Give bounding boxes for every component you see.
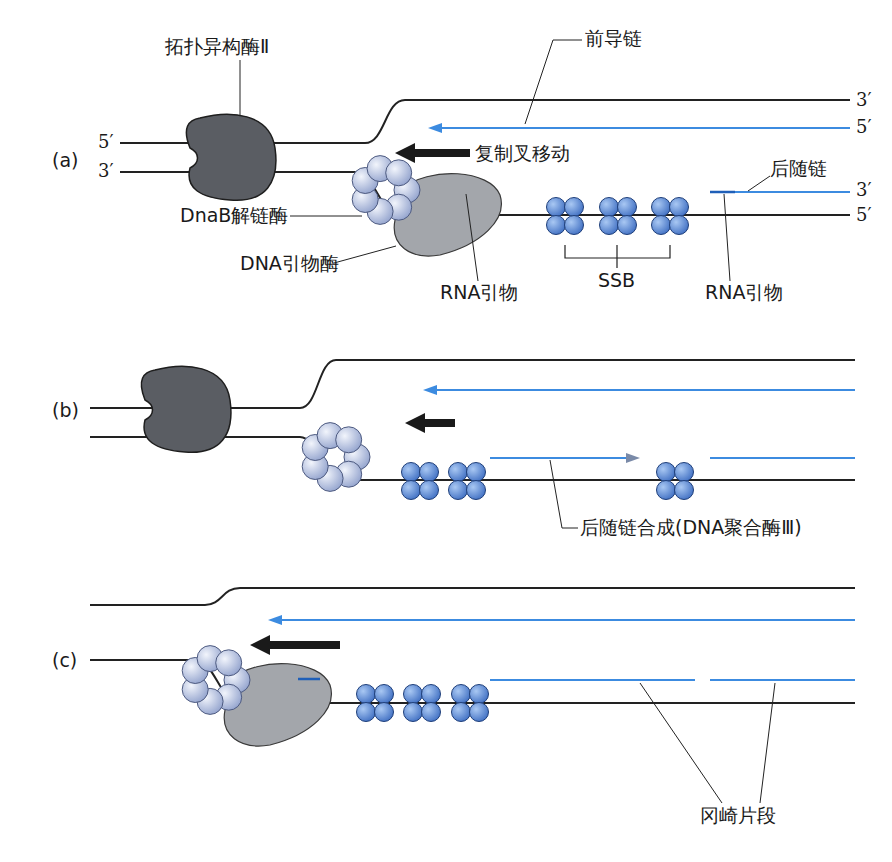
leader-line [290, 216, 362, 217]
helicase [182, 646, 250, 715]
leader-line [466, 194, 478, 281]
panel-label: (a) [52, 150, 78, 171]
strand-label: 后随链 [770, 158, 827, 179]
fork-arrow [405, 413, 455, 433]
leader-line [550, 460, 578, 528]
enzyme-label: 拓扑异构酶Ⅱ [165, 36, 269, 57]
leader-line [334, 246, 396, 263]
panel-c [90, 588, 855, 803]
leader-line [748, 176, 770, 191]
leader-line [240, 60, 241, 116]
leading-strand [280, 619, 855, 621]
leader-line [525, 40, 582, 124]
rna-primer [710, 191, 735, 194]
lagging-fragment [490, 457, 630, 459]
ssb [402, 463, 439, 500]
end-mark: 3′ [856, 90, 872, 110]
ssb [357, 685, 394, 722]
primer-label: RNA引物 [440, 282, 518, 303]
primer-label: RNA引物 [705, 282, 783, 303]
end-mark: 3′ [856, 180, 872, 200]
arrow-head [268, 615, 282, 625]
rna-primer [298, 678, 320, 681]
enzyme-label: DnaB解链酶 [180, 205, 288, 226]
lagging-fragment [710, 457, 855, 459]
okazaki-fragment [710, 679, 855, 681]
ssb [452, 685, 489, 722]
okazaki-fragment [490, 679, 695, 681]
ssb [657, 463, 694, 500]
ssb [547, 198, 584, 235]
topoisomerase [141, 366, 231, 452]
topoisomerase [186, 114, 276, 200]
fork-arrow [395, 143, 470, 163]
parent-strand [90, 588, 855, 605]
arrow-label: 复制叉移动 [475, 143, 570, 164]
fork-arrow [250, 635, 340, 655]
panel-label: (c) [52, 650, 77, 671]
end-mark: 5′ [856, 205, 872, 225]
lagging-fragment [710, 191, 850, 193]
end-mark: 3′ [98, 161, 114, 181]
arrow-head [428, 123, 442, 133]
strand-label: 前导链 [585, 28, 642, 49]
end-mark: 5′ [856, 117, 872, 137]
helicase [302, 423, 370, 492]
ssb [600, 198, 637, 235]
enzyme-label: DNA引物酶 [240, 253, 339, 274]
fragment-label: 冈崎片段 [700, 805, 776, 826]
bracket [565, 245, 670, 268]
ssb [449, 463, 486, 500]
helicase [352, 156, 420, 225]
protein-label: SSB [598, 270, 635, 291]
arrow-head [423, 385, 437, 395]
leading-strand [435, 389, 855, 391]
panel-a [120, 40, 850, 281]
ssb [652, 198, 689, 235]
leader-line [640, 683, 722, 803]
end-mark: 5′ [98, 132, 114, 152]
panel-label: (b) [52, 400, 79, 421]
panel-b [90, 360, 855, 528]
process-label: 后随链合成(DNA聚合酶Ⅲ) [580, 517, 802, 538]
arrow-head [626, 453, 640, 463]
ssb [404, 685, 441, 722]
leading-strand [440, 127, 850, 129]
leader-line [724, 194, 730, 281]
leader-line [760, 683, 775, 803]
